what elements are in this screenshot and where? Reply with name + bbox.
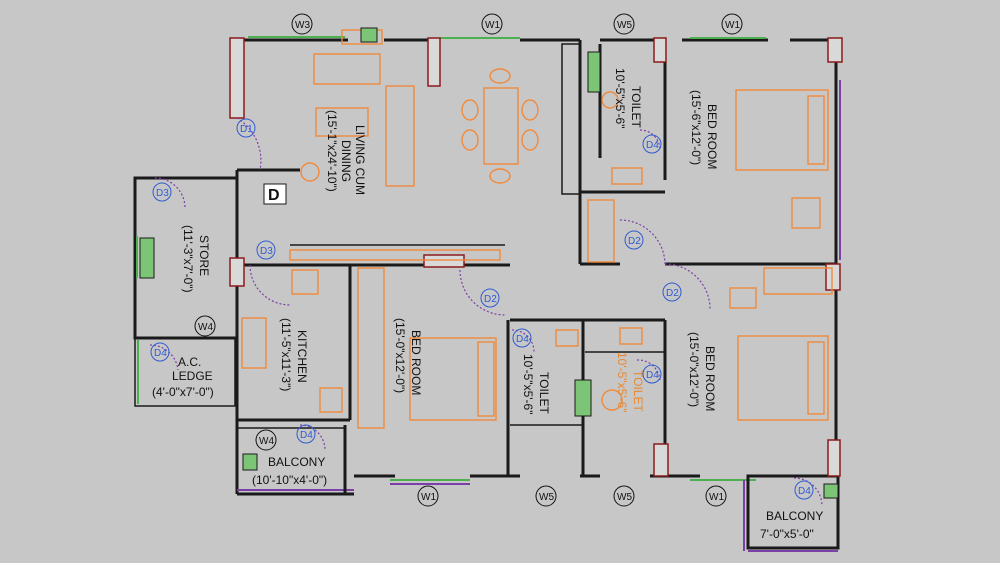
room-toilet-top-label: TOILET 10'-5"x5'-6" [613, 68, 643, 128]
living-name: LIVING CUM [353, 125, 367, 195]
svg-text:D4: D4 [154, 348, 167, 359]
window-tags: W3 W1 W5 W1 W4 W4 W1 W5 [194, 13, 743, 507]
svg-text:D4: D4 [798, 486, 811, 497]
toilet-right-name: TOILET [631, 370, 645, 412]
door-tags: D1 D3 D3 D2 D2 D2 D4 D4 [150, 118, 814, 500]
room-kitchen-label: KITCHEN (11'-5"x11'-3") [279, 318, 309, 391]
room-bed-right-bottom-label: BED ROOM (15'-0"x12'-0") [687, 332, 717, 411]
svg-text:W5: W5 [539, 492, 554, 503]
room-balcony-right-label: BALCONY 7'-0"x5'-0" [760, 509, 823, 541]
window-tag-w4b: W4 [255, 429, 277, 451]
ac-name2: LEDGE [172, 369, 213, 383]
svg-text:W1: W1 [709, 492, 724, 503]
balcony-right-size: 7'-0"x5'-0" [760, 527, 814, 541]
door-swings [149, 117, 823, 507]
svg-text:D4: D4 [300, 430, 313, 441]
svg-text:D4: D4 [516, 334, 529, 345]
svg-text:W4: W4 [259, 436, 274, 447]
room-balcony-left-label: BALCONY (10'-10"x4'-0") [252, 455, 327, 487]
toilet-top-name: TOILET [629, 86, 643, 128]
window-tag-w1b: W1 [721, 13, 743, 35]
room-toilet-mid-label: TOILET 10'-5"x5'-6" [521, 354, 551, 414]
room-living-label: LIVING CUM DINING (15'-1"x24'-10") [325, 110, 367, 195]
svg-text:W1: W1 [485, 20, 500, 31]
door-tag-d2a: D2 [480, 288, 500, 308]
bed-rt-name: BED ROOM [705, 104, 719, 169]
balcony-right-name: BALCONY [766, 509, 823, 523]
svg-text:D2: D2 [666, 288, 679, 299]
svg-text:D4: D4 [646, 140, 659, 151]
toilet-top-size: 10'-5"x5'-6" [613, 68, 627, 128]
door-tag-d2c: D2 [662, 282, 682, 302]
bed-mid-size: (15'-0"x12'-0") [393, 318, 407, 393]
door-tag-d4b: D4 [296, 424, 316, 444]
svg-text:W3: W3 [295, 20, 310, 31]
window-tag-w5b: W5 [535, 485, 557, 507]
svg-text:D3: D3 [260, 246, 273, 257]
door-tag-d4a: D4 [150, 342, 170, 362]
room-toilet-right-label: TOILET 10'-5"x5'-6" [615, 352, 645, 412]
bed-rb-name: BED ROOM [703, 346, 717, 411]
door-tag-d3a: D3 [152, 182, 172, 202]
door-tag-d3b: D3 [256, 240, 276, 260]
window-tag-w4a: W4 [194, 315, 216, 337]
bed-rb-size: (15'-0"x12'-0") [687, 332, 701, 407]
room-ac-ledge-label: A.C. LEDGE (4'-0"x7'-0") [152, 355, 214, 399]
balcony-left-name: BALCONY [268, 455, 325, 469]
svg-text:W5: W5 [617, 20, 632, 31]
svg-text:D3: D3 [156, 188, 169, 199]
svg-text:D2: D2 [484, 294, 497, 305]
entry-symbol: D [268, 187, 280, 204]
door-tag-d4e: D4 [642, 134, 662, 154]
svg-text:W1: W1 [421, 492, 436, 503]
kitchen-name: KITCHEN [295, 330, 309, 383]
store-name: STORE [197, 235, 211, 276]
kitchen-size: (11'-5"x11'-3") [279, 318, 293, 391]
bed-mid-name: BED ROOM [409, 330, 423, 395]
vents [139, 27, 839, 499]
window-tag-w5a: W5 [613, 13, 635, 35]
door-tag-d1: D1 [236, 118, 256, 138]
svg-text:D4: D4 [646, 370, 659, 381]
svg-text:W4: W4 [198, 322, 213, 333]
entry-marker: D [263, 183, 287, 205]
living-size: (15'-1"x24'-10") [325, 110, 339, 192]
window-tag-w1a: W1 [481, 13, 503, 35]
living-name2: DINING [339, 140, 353, 182]
toilet-mid-name: TOILET [537, 372, 551, 414]
room-bed-right-top-label: BED ROOM (15'-6"x12'-0") [689, 90, 719, 169]
structural-columns [229, 37, 843, 477]
ac-name: A.C. [178, 355, 201, 369]
window-tag-w3: W3 [291, 13, 313, 35]
ac-size: (4'-0"x7'-0") [152, 385, 214, 399]
room-store-label: STORE (11'-3"x7'-0") [181, 225, 211, 293]
svg-text:D1: D1 [240, 124, 253, 135]
toilet-right-size: 10'-5"x5'-6" [615, 352, 629, 412]
store-size: (11'-3"x7'-0") [181, 225, 195, 293]
door-tag-d4d: D4 [642, 364, 662, 384]
door-tag-d2b: D2 [624, 230, 644, 250]
bed-rt-size: (15'-6"x12'-0") [689, 90, 703, 165]
svg-text:W1: W1 [725, 20, 740, 31]
window-tag-w5c: W5 [613, 485, 635, 507]
room-bed-mid-label: BED ROOM (15'-0"x12'-0") [393, 318, 423, 395]
door-tag-d4c: D4 [512, 328, 532, 348]
balcony-left-size: (10'-10"x4'-0") [252, 473, 327, 487]
interior-walls [237, 40, 836, 476]
furniture [241, 29, 833, 429]
toilet-mid-size: 10'-5"x5'-6" [521, 354, 535, 414]
window-tag-w1c: W1 [417, 485, 439, 507]
svg-text:D2: D2 [628, 236, 641, 247]
door-tag-d4f: D4 [794, 480, 814, 500]
window-tag-w1d: W1 [705, 485, 727, 507]
svg-text:W5: W5 [617, 492, 632, 503]
